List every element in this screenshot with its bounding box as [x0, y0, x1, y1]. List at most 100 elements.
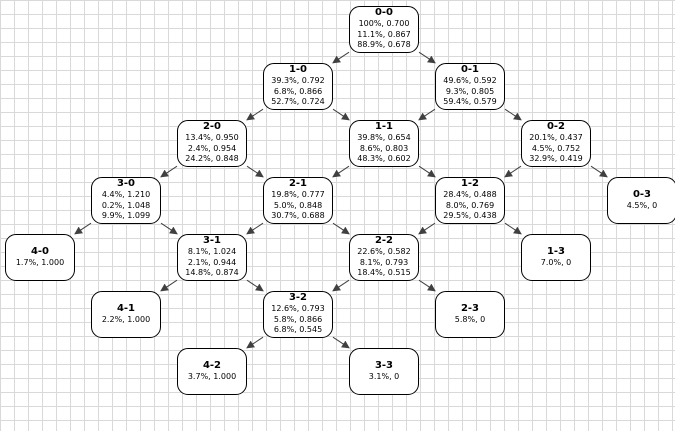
- node-title: 1-2: [460, 178, 480, 190]
- node-value-line: 5.8%, 0: [454, 314, 486, 324]
- node-title: 0-3: [632, 188, 652, 200]
- node-value-line: 39.3%, 0.792: [271, 76, 325, 86]
- node-value-line: 8.1%, 1.024: [187, 247, 237, 257]
- edge-2-2-to-3-2: [332, 279, 350, 292]
- node-value-line: 9.3%, 0.805: [445, 86, 495, 96]
- edge-3-2-to-4-2: [246, 336, 264, 349]
- node-title: 4-0: [30, 245, 50, 257]
- node-value-line: 2.2%, 1.000: [101, 314, 151, 324]
- node-title: 3-1: [202, 235, 222, 247]
- node-title: 3-3: [374, 359, 394, 371]
- node-value-line: 20.1%, 0.437: [529, 133, 583, 143]
- node-value-line: 52.7%, 0.724: [271, 97, 325, 107]
- node-value-line: 30.7%, 0.688: [271, 211, 325, 221]
- edge-3-1-to-3-2: [246, 279, 264, 292]
- edge-2-1-to-2-2: [332, 222, 350, 235]
- node-value-line: 22.6%, 0.582: [357, 247, 411, 257]
- node-title: 1-1: [374, 121, 394, 133]
- node-value-line: 3.7%, 1.000: [187, 371, 237, 381]
- node-title: 3-2: [288, 292, 308, 304]
- edge-2-0-to-3-0: [160, 165, 178, 178]
- node-value-line: 5.8%, 0.866: [273, 314, 323, 324]
- edge-1-1-to-1-2: [418, 165, 436, 178]
- edge-0-2-to-0-3: [590, 165, 608, 178]
- node-title: 2-1: [288, 178, 308, 190]
- edge-3-2-to-3-3: [332, 336, 350, 349]
- node-value-line: 1.7%, 1.000: [15, 257, 65, 267]
- node-title: 2-2: [374, 235, 394, 247]
- node-value-line: 32.9%, 0.419: [529, 154, 583, 164]
- edge-0-1-to-1-1: [418, 108, 436, 121]
- node-title: 4-2: [202, 359, 222, 371]
- node-value-line: 28.4%, 0.488: [443, 190, 497, 200]
- edge-0-2-to-1-2: [504, 165, 522, 178]
- node-value-line: 18.4%, 0.515: [357, 268, 411, 278]
- node-value-line: 0.2%, 1.048: [101, 200, 151, 210]
- node-value-line: 7.0%, 0: [540, 257, 572, 267]
- node-value-line: 2.1%, 0.944: [187, 257, 237, 267]
- node-title: 0-2: [546, 121, 566, 133]
- edge-0-0-to-1-0: [332, 51, 350, 64]
- node-title: 2-0: [202, 121, 222, 133]
- node-title: 3-0: [116, 178, 136, 190]
- edge-0-1-to-0-2: [504, 108, 522, 121]
- node-value-line: 14.8%, 0.874: [185, 268, 239, 278]
- node-value-line: 9.9%, 1.099: [101, 211, 151, 221]
- edge-1-2-to-1-3: [504, 222, 522, 235]
- edge-2-1-to-3-1: [246, 222, 264, 235]
- edge-3-0-to-3-1: [160, 222, 178, 235]
- node-value-line: 4.4%, 1.210: [101, 190, 151, 200]
- node-value-line: 4.5%, 0.752: [531, 143, 581, 153]
- edge-3-1-to-4-1: [160, 279, 178, 292]
- edge-2-2-to-2-3: [418, 279, 436, 292]
- node-value-line: 59.4%, 0.579: [443, 97, 497, 107]
- node-title: 0-0: [374, 7, 394, 19]
- node-value-line: 8.0%, 0.769: [445, 200, 495, 210]
- edge-1-2-to-2-2: [418, 222, 436, 235]
- node-value-line: 29.5%, 0.438: [443, 211, 497, 221]
- node-value-line: 12.6%, 0.793: [271, 304, 325, 314]
- node-value-line: 11.1%, 0.867: [357, 29, 411, 39]
- node-value-line: 6.8%, 0.866: [273, 86, 323, 96]
- edge-1-0-to-1-1: [332, 108, 350, 121]
- node-value-line: 6.8%, 0.545: [273, 325, 323, 335]
- node-title: 1-0: [288, 64, 308, 76]
- node-value-line: 49.6%, 0.592: [443, 76, 497, 86]
- node-value-line: 8.1%, 0.793: [359, 257, 409, 267]
- node-value-line: 3.1%, 0: [368, 371, 400, 381]
- edge-0-0-to-0-1: [418, 51, 436, 64]
- node-value-line: 24.2%, 0.848: [185, 154, 239, 164]
- edge-1-1-to-2-1: [332, 165, 350, 178]
- node-value-line: 88.9%, 0.678: [357, 40, 411, 50]
- node-title: 2-3: [460, 302, 480, 314]
- node-value-line: 13.4%, 0.950: [185, 133, 239, 143]
- node-value-line: 2.4%, 0.954: [187, 143, 237, 153]
- edge-3-0-to-4-0: [74, 222, 92, 235]
- node-value-line: 4.5%, 0: [626, 200, 658, 210]
- node-title: 0-1: [460, 64, 480, 76]
- node-value-line: 39.8%, 0.654: [357, 133, 411, 143]
- node-title: 1-3: [546, 245, 566, 257]
- node-value-line: 100%, 0.700: [358, 19, 410, 29]
- node-value-line: 5.0%, 0.848: [273, 200, 323, 210]
